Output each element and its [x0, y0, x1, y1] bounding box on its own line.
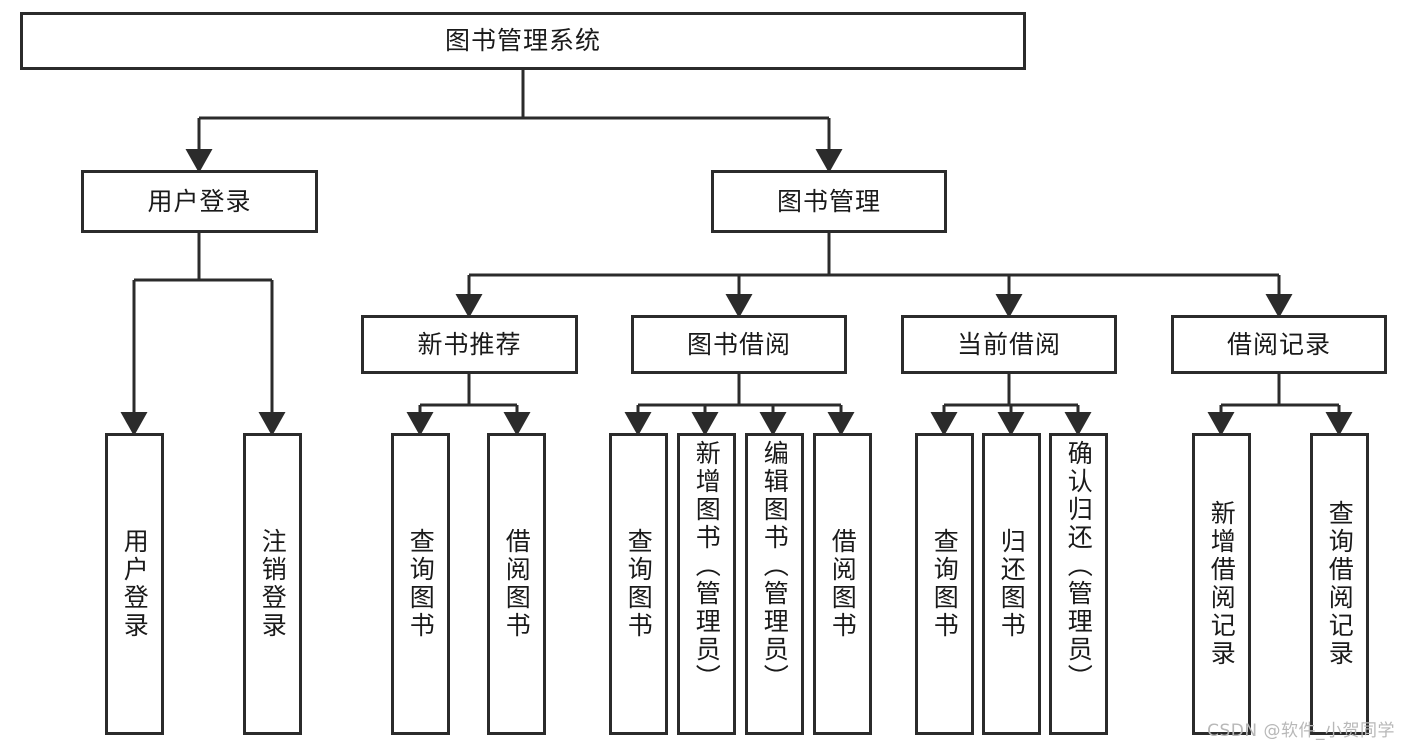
node-root[interactable]: 图书管理系统: [20, 12, 1026, 70]
leaf-record-add-record[interactable]: 新增借阅记录: [1192, 433, 1251, 735]
leaf-record-query-record-label: 查询借阅记录: [1325, 500, 1355, 668]
node-user-login[interactable]: 用户登录: [81, 170, 318, 233]
leaf-recommend-query-book[interactable]: 查询图书: [391, 433, 450, 735]
node-user-login-label: 用户登录: [147, 186, 252, 216]
leaf-recommend-query-book-label: 查询图书: [406, 528, 436, 640]
leaf-borrow-query-book-label: 查询图书: [624, 528, 654, 640]
leaf-user-login-login[interactable]: 用户登录: [105, 433, 164, 735]
watermark-text: CSDN @软件_小贺同学: [1207, 721, 1395, 741]
node-book-borrow-label: 图书借阅: [686, 329, 791, 359]
node-current-borrow-label: 当前借阅: [956, 329, 1061, 359]
leaf-borrow-borrow-book-label: 借阅图书: [828, 528, 858, 640]
node-current-borrow[interactable]: 当前借阅: [901, 315, 1117, 374]
leaf-recommend-borrow-book-label: 借阅图书: [502, 528, 532, 640]
leaf-current-query-book[interactable]: 查询图书: [915, 433, 974, 735]
node-new-book-recommend[interactable]: 新书推荐: [361, 315, 578, 374]
node-book-management[interactable]: 图书管理: [711, 170, 947, 233]
leaf-record-query-record[interactable]: 查询借阅记录: [1310, 433, 1369, 735]
node-borrow-record[interactable]: 借阅记录: [1171, 315, 1387, 374]
node-book-borrow[interactable]: 图书借阅: [631, 315, 847, 374]
leaf-user-login-logout-label: 注销登录: [258, 528, 288, 640]
leaf-user-login-login-label: 用户登录: [120, 528, 150, 640]
leaf-current-confirm-return[interactable]: 确认归还（管理员）: [1049, 433, 1108, 735]
leaf-current-confirm-return-label: 确认归还（管理员）: [1064, 440, 1094, 692]
leaf-borrow-query-book[interactable]: 查询图书: [609, 433, 668, 735]
leaf-current-return-book[interactable]: 归还图书: [982, 433, 1041, 735]
leaf-recommend-borrow-book[interactable]: 借阅图书: [487, 433, 546, 735]
node-book-management-label: 图书管理: [776, 186, 881, 216]
leaf-borrow-edit-book[interactable]: 编辑图书（管理员）: [745, 433, 804, 735]
leaf-borrow-borrow-book[interactable]: 借阅图书: [813, 433, 872, 735]
leaf-borrow-edit-book-label: 编辑图书（管理员）: [760, 440, 790, 692]
node-root-label: 图书管理系统: [444, 26, 601, 56]
leaf-current-query-book-label: 查询图书: [930, 528, 960, 640]
leaf-record-add-record-label: 新增借阅记录: [1207, 500, 1237, 668]
node-new-book-recommend-label: 新书推荐: [417, 329, 522, 359]
leaf-current-return-book-label: 归还图书: [997, 528, 1027, 640]
leaf-user-login-logout[interactable]: 注销登录: [243, 433, 302, 735]
leaf-borrow-add-book-label: 新增图书（管理员）: [692, 440, 722, 692]
node-borrow-record-label: 借阅记录: [1226, 329, 1331, 359]
leaf-borrow-add-book[interactable]: 新增图书（管理员）: [677, 433, 736, 735]
